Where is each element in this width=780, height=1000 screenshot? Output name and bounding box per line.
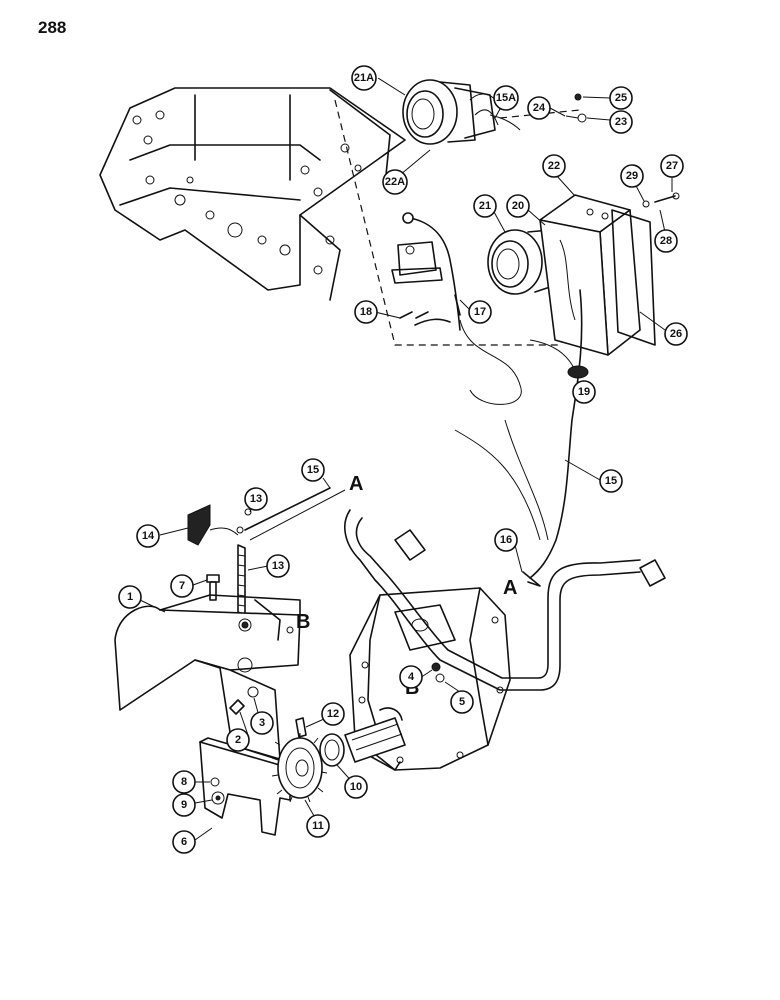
callout-13-lower: 13 xyxy=(266,554,290,578)
callout-20: 20 xyxy=(506,194,530,218)
callout-8: 8 xyxy=(172,770,196,794)
callout-22A: 22A xyxy=(382,169,408,195)
page-number: 288 xyxy=(38,18,67,37)
callout-2: 2 xyxy=(226,728,250,752)
callout-25: 25 xyxy=(609,86,633,110)
svg-text:4: 4 xyxy=(408,671,415,683)
gauge-21A xyxy=(402,79,521,145)
svg-text:12: 12 xyxy=(327,708,339,720)
clip-16 xyxy=(522,571,541,587)
svg-text:2: 2 xyxy=(235,734,241,746)
callout-22: 22 xyxy=(542,154,566,178)
callout-1: 1 xyxy=(118,585,142,609)
svg-text:1: 1 xyxy=(127,591,133,603)
callout-5: 5 xyxy=(450,690,474,714)
callout-3: 3 xyxy=(250,711,274,735)
callout-21A: 21A xyxy=(351,65,377,91)
svg-text:29: 29 xyxy=(626,170,638,182)
callout-16: 16 xyxy=(494,528,518,552)
callout-29: 29 xyxy=(620,164,644,188)
svg-text:25: 25 xyxy=(615,92,627,104)
svg-text:23: 23 xyxy=(615,116,627,128)
svg-text:22: 22 xyxy=(548,160,560,172)
switch-box-22 xyxy=(539,194,641,356)
svg-text:19: 19 xyxy=(578,386,590,398)
screw-27 xyxy=(654,192,680,203)
bracket-1 xyxy=(114,594,301,761)
svg-text:3: 3 xyxy=(259,717,265,729)
screws-23-25 xyxy=(565,93,587,123)
lever-14 xyxy=(187,504,239,546)
svg-text:9: 9 xyxy=(181,799,187,811)
fuse-18 xyxy=(399,311,451,326)
callout-17: 17 xyxy=(468,300,492,324)
reference-letter-b-bracket: B xyxy=(296,611,310,633)
transmission-housing xyxy=(344,587,511,771)
svg-text:8: 8 xyxy=(181,776,187,788)
callout-15A: 15A xyxy=(493,85,519,111)
callout-4: 4 xyxy=(399,665,423,689)
callout-10: 10 xyxy=(344,775,368,799)
svg-text:21A: 21A xyxy=(354,72,374,84)
reference-letter-a-cable: A xyxy=(349,473,363,495)
svg-text:13: 13 xyxy=(250,493,262,505)
cable-15-upper xyxy=(236,487,346,541)
callout-21: 21 xyxy=(473,194,497,218)
callout-15-cable: 15 xyxy=(301,458,325,482)
rod-13 xyxy=(237,544,246,616)
bushing-10 xyxy=(319,733,345,767)
svg-text:26: 26 xyxy=(670,328,682,340)
callout-13-upper: 13 xyxy=(244,487,268,511)
callout-26: 26 xyxy=(664,322,688,346)
callout-11: 11 xyxy=(306,814,330,838)
callout-6: 6 xyxy=(172,830,196,854)
reference-letter-a-clip: A xyxy=(503,577,517,599)
sending-unit xyxy=(391,212,461,331)
svg-text:15: 15 xyxy=(307,464,319,476)
svg-text:7: 7 xyxy=(179,580,185,592)
svg-text:14: 14 xyxy=(142,530,155,542)
svg-text:17: 17 xyxy=(474,306,486,318)
svg-text:6: 6 xyxy=(181,836,187,848)
callout-28: 28 xyxy=(654,229,678,253)
pin-12 xyxy=(295,717,307,738)
svg-text:20: 20 xyxy=(512,200,524,212)
svg-text:28: 28 xyxy=(660,235,672,247)
callout-15-harness: 15 xyxy=(599,469,623,493)
svg-text:5: 5 xyxy=(459,696,465,708)
svg-text:21: 21 xyxy=(479,200,491,212)
callout-18: 18 xyxy=(354,300,378,324)
washer-29 xyxy=(642,200,650,208)
hydraulic-tube xyxy=(344,509,666,691)
svg-text:15A: 15A xyxy=(496,92,516,104)
hardware-2-3-8-9 xyxy=(210,686,259,805)
svg-text:16: 16 xyxy=(500,534,512,546)
svg-text:10: 10 xyxy=(350,781,362,793)
callout-27: 27 xyxy=(660,154,684,178)
svg-text:27: 27 xyxy=(666,160,678,172)
svg-text:15: 15 xyxy=(605,475,617,487)
bolt-7 xyxy=(206,574,220,601)
harness-15 xyxy=(454,289,589,579)
callout-24: 24 xyxy=(527,96,551,120)
callout-7: 7 xyxy=(170,574,194,598)
svg-text:18: 18 xyxy=(360,306,372,318)
svg-text:11: 11 xyxy=(312,820,324,832)
callout-14: 14 xyxy=(136,524,160,548)
cover-plate-26 xyxy=(611,209,656,346)
callout-23: 23 xyxy=(609,110,633,134)
callout-12: 12 xyxy=(321,702,345,726)
callout-19: 19 xyxy=(572,380,596,404)
hourmeter-21 xyxy=(487,229,557,295)
callout-9: 9 xyxy=(172,793,196,817)
svg-text:22A: 22A xyxy=(385,176,405,188)
svg-text:24: 24 xyxy=(533,102,546,114)
svg-text:13: 13 xyxy=(272,560,284,572)
gear-11 xyxy=(271,733,328,803)
